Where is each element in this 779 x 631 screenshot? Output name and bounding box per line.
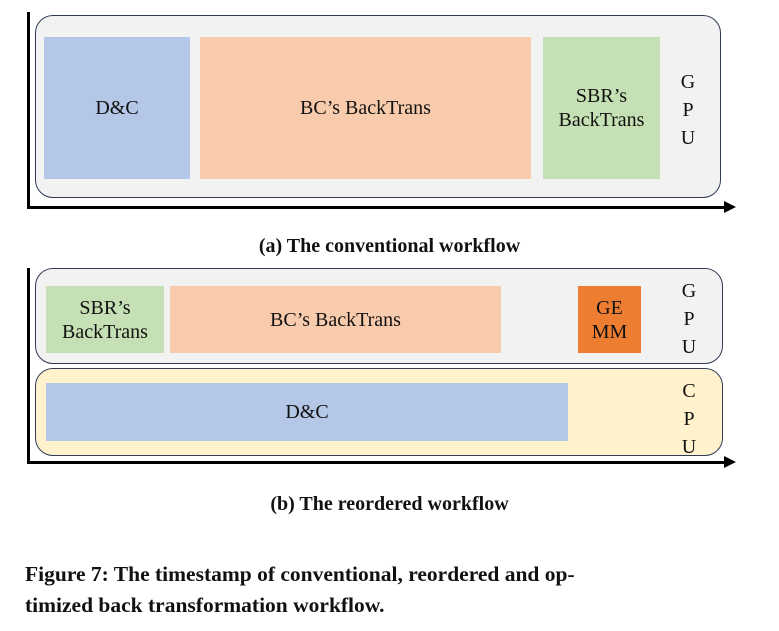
gpu-label: G P U (679, 277, 699, 361)
label-letter: P (682, 99, 694, 121)
gpu-label: G P U (678, 68, 698, 152)
block-label: D&C (285, 401, 329, 423)
label-letter: U (681, 436, 697, 458)
bc-backtrans-block: BC’s BackTrans (170, 286, 501, 353)
block-label: D&C (95, 97, 139, 119)
caption-b: (b) The reordered workflow (270, 493, 509, 515)
block-label: GE MM (591, 296, 628, 343)
y-axis (27, 268, 30, 464)
block-label: BC’s BackTrans (270, 308, 401, 331)
caption-a: (a) The conventional workflow (258, 235, 521, 257)
dc-block: D&C (44, 37, 190, 179)
label-letter: P (683, 308, 695, 330)
gemm-block: GE MM (578, 286, 641, 353)
y-axis (27, 12, 30, 209)
label-letter: U (680, 127, 696, 149)
label-letter: C (682, 380, 696, 402)
block-label: SBR’s BackTrans (558, 85, 645, 131)
label-letter: G (681, 280, 697, 302)
dc-block: D&C (46, 383, 568, 441)
cpu-label: C P U (679, 377, 699, 461)
bc-backtrans-block: BC’s BackTrans (200, 37, 531, 179)
block-label: SBR’s BackTrans (62, 296, 148, 343)
sbr-backtrans-block: SBR’s BackTrans (46, 286, 164, 353)
x-axis (27, 461, 727, 464)
label-letter: P (683, 408, 695, 430)
x-axis-arrow (724, 201, 736, 213)
sbr-backtrans-block: SBR’s BackTrans (543, 37, 660, 179)
x-axis (27, 206, 727, 209)
x-axis-arrow (724, 456, 736, 468)
block-label: BC’s BackTrans (300, 97, 431, 119)
label-letter: U (681, 336, 697, 358)
figure-caption: Figure 7: The timestamp of conventional,… (25, 562, 575, 617)
label-letter: G (680, 71, 696, 93)
